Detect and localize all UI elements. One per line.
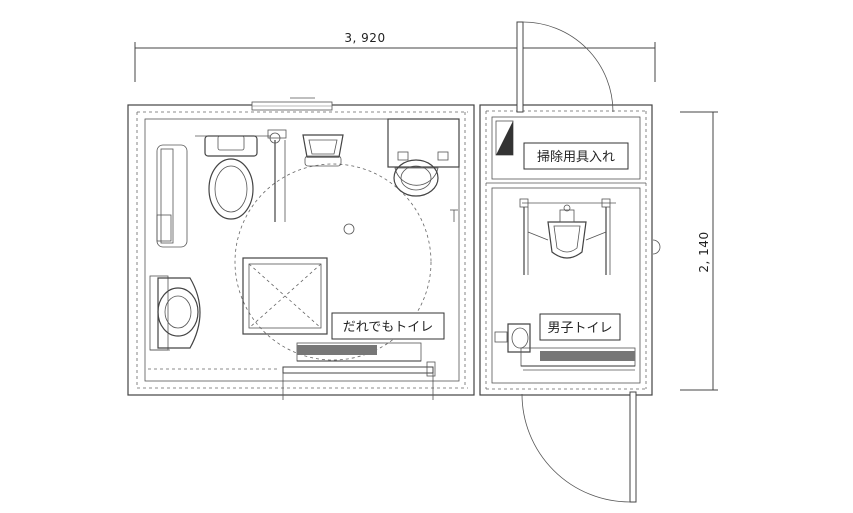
mens-toilet-door (521, 391, 637, 503)
sliding-door (282, 361, 436, 400)
small-basin (302, 134, 344, 167)
floor-mat-mens (520, 347, 636, 371)
turning-circle (234, 163, 432, 361)
universal-toilet-walls (127, 97, 475, 396)
width-dimension-label: 3, 920 (344, 31, 385, 45)
large-basin (149, 275, 201, 351)
storage-door (516, 21, 614, 113)
storage-text: 掃除用具入れ (537, 149, 615, 165)
floor-mat-universal (296, 342, 422, 362)
baby-changing-table (242, 257, 328, 335)
mens-toilet-text: 男子トイレ (547, 321, 612, 336)
mens-toilet-label: 男子トイレ (539, 313, 621, 341)
height-dimension: 2, 140 (680, 111, 718, 391)
urinal (519, 198, 616, 275)
storage-room: 掃除用具入れ (495, 120, 629, 170)
universal-toilet-text: だれでもトイレ (343, 320, 434, 335)
mens-basin (494, 323, 531, 353)
width-dimension: 3, 920 (134, 31, 656, 82)
right-block-walls (479, 104, 661, 396)
height-dimension-label: 2, 140 (697, 231, 711, 272)
grab-bars (156, 129, 287, 248)
floor-drain (343, 223, 355, 235)
universal-toilet-label: だれでもトイレ (331, 312, 445, 340)
toilet (195, 135, 270, 220)
counter-basin (387, 118, 460, 222)
